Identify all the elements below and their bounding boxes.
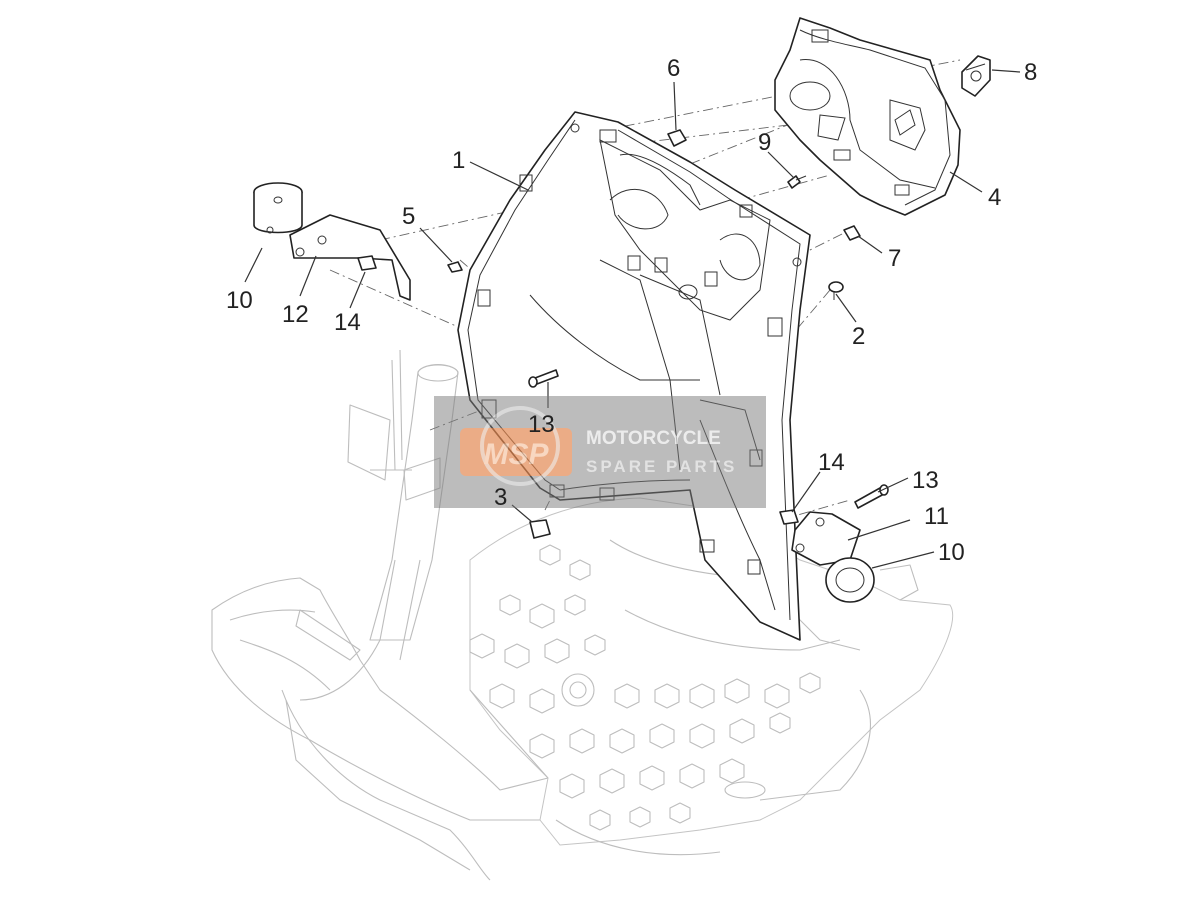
leader-5: [419, 227, 453, 263]
leader-2: [835, 293, 857, 323]
watermark-line1: MOTORCYCLE: [586, 428, 721, 449]
watermark-logo-text: MSP: [483, 438, 549, 471]
footboard-hex-pattern: [469, 544, 821, 831]
callout-3: 3: [494, 484, 507, 511]
leader-10b: [871, 551, 935, 569]
leader-lines: [244, 69, 1021, 569]
part-13-screw-right: [854, 484, 889, 509]
part-13-screw-left: [528, 369, 559, 388]
part-14-right-spacer: [779, 509, 799, 525]
leader-14a: [349, 271, 366, 309]
callout-6: 6: [667, 55, 680, 82]
callout-7: 7: [888, 245, 901, 272]
part-14-left-spacer: [357, 255, 377, 271]
part-7-clip-nut: [843, 225, 861, 241]
watermark: MSP MOTORCYCLE SPARE PARTS: [434, 396, 766, 508]
leader-9: [767, 151, 795, 179]
leader-8: [991, 69, 1021, 73]
part-5-screw: [447, 261, 463, 273]
watermark-line2: SPARE PARTS: [586, 457, 737, 476]
callout-1: 1: [452, 147, 465, 174]
callout-labels: 1 2 3 4 5 6 7 8 9 10 10 11 12 13 13 14 1…: [226, 55, 1037, 566]
part-10-right-rubber-pad: [825, 557, 875, 603]
leader-6: [673, 81, 677, 131]
part-4-upper-cover: [774, 17, 961, 216]
callout-12: 12: [282, 301, 309, 328]
callout-13-right: 13: [912, 467, 939, 494]
callout-9: 9: [758, 129, 771, 156]
part-10-left-rubber-pad: [253, 182, 303, 234]
part-6-clip: [667, 129, 687, 147]
leader-10a: [244, 247, 263, 283]
callout-10-right: 10: [938, 539, 965, 566]
callout-10-left: 10: [226, 287, 253, 314]
leader-7: [857, 235, 883, 254]
part-2-screw: [828, 281, 844, 300]
watermark-logo-badge: [460, 428, 572, 476]
leader-1: [469, 161, 529, 191]
part-11-right-bracket: [791, 511, 861, 566]
leader-13b: [877, 477, 909, 493]
watermark-logo-ring: [480, 406, 560, 486]
callout-5: 5: [402, 203, 415, 230]
callout-14-left: 14: [334, 309, 361, 336]
part-8-clip-plate: [961, 55, 991, 97]
leader-14b: [791, 471, 821, 513]
callout-14-right: 14: [818, 449, 845, 476]
callout-11: 11: [924, 503, 949, 530]
leader-4: [949, 171, 983, 193]
leader-11: [847, 519, 911, 541]
callout-13-left: 13: [528, 411, 555, 438]
part-12-left-bracket: [289, 214, 411, 301]
part-3-clip-nut: [529, 519, 551, 539]
callout-8: 8: [1024, 59, 1037, 86]
callout-4: 4: [988, 184, 1001, 211]
callout-2: 2: [852, 323, 865, 350]
leader-12: [299, 255, 317, 297]
